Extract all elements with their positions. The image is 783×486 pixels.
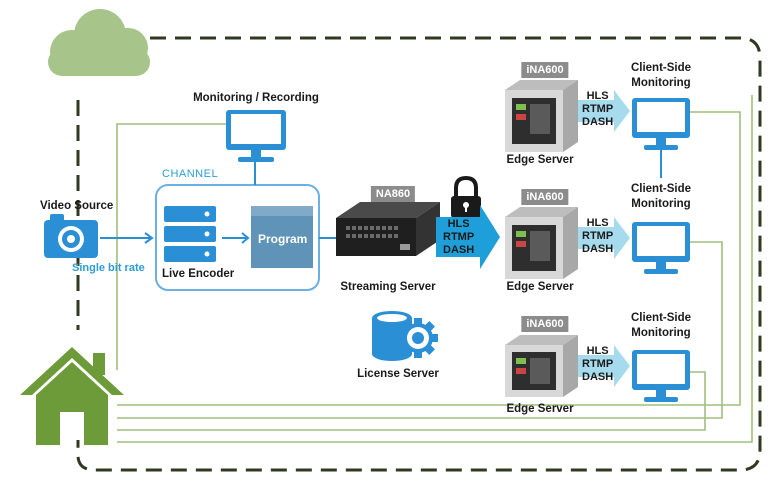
program-box [251,206,313,268]
main-protocols: HLS RTMP DASH [443,218,474,257]
stream-arrow-mid [578,217,630,259]
client-bot-line1: Client-Side [630,312,692,324]
monitor-icon [632,222,690,274]
protocol-hls: HLS [586,217,609,229]
cloud-icon [48,9,150,76]
streaming-server-rack [336,202,440,256]
edge-server-icon [505,335,578,397]
live-encoder-label: Live Encoder [162,268,235,280]
client-mid-line1: Client-Side [630,183,692,195]
protocol-dash: DASH [582,243,614,255]
lock-icon [451,175,481,218]
license-server-label: License Server [357,368,439,380]
edge-server-icon [505,80,578,152]
edge-server-icon [505,207,578,279]
protocol-rtmp: RTMP [582,103,614,115]
main-stream-arrow [436,205,500,269]
ina600-badge-mid: iNA600 [521,189,569,205]
encoder-arrow [222,232,250,244]
edge-server-label-mid: Edge Server [506,281,574,293]
server-rack-icon [164,206,216,262]
network-boundary [76,36,762,472]
database-gear-icon [372,311,438,361]
mid-protocols: HLS RTMP DASH [582,217,613,256]
top-protocols: HLS RTMP DASH [582,90,613,129]
streaming-server-label: Streaming Server [340,281,436,293]
monitor-icon [226,110,286,162]
green-connection-lines [116,95,753,443]
house-icon [20,347,124,445]
client-top-line2: Monitoring [631,77,691,89]
edge-server-label-bot: Edge Server [506,403,574,415]
client-bot-line2: Monitoring [631,327,691,339]
edge-server-label-top: Edge Server [506,154,574,166]
protocol-hls: HLS [586,345,609,357]
video-source-label: Video Source [40,200,114,212]
protocol-dash: DASH [582,371,614,383]
protocol-rtmp: RTMP [443,231,475,243]
ina600-badge-top: iNA600 [521,62,569,78]
program-label: Program [258,232,308,246]
stream-arrow-top [578,90,630,132]
protocol-dash: DASH [582,116,614,128]
protocol-rtmp: RTMP [582,358,614,370]
client-top-line1: Client-Side [630,62,692,74]
single-bit-rate-label: Single bit rate [72,262,145,274]
protocol-hls: HLS [586,90,609,102]
monitoring-recording-label: Monitoring / Recording [193,92,319,104]
ina600-badge-bot: iNA600 [521,316,569,332]
bot-protocols: HLS RTMP DASH [582,345,613,384]
monitor-icon [632,98,690,150]
client-mid-line2: Monitoring [631,198,691,210]
na860-badge: NA860 [370,186,416,202]
source-arrow [100,232,154,244]
protocol-dash: DASH [443,244,475,256]
protocol-rtmp: RTMP [582,230,614,242]
channel-label: CHANNEL [162,168,219,180]
protocol-hls: HLS [447,218,470,230]
stream-arrow-bot [578,345,630,387]
camera-icon [44,214,98,258]
monitor-icon [632,350,690,402]
